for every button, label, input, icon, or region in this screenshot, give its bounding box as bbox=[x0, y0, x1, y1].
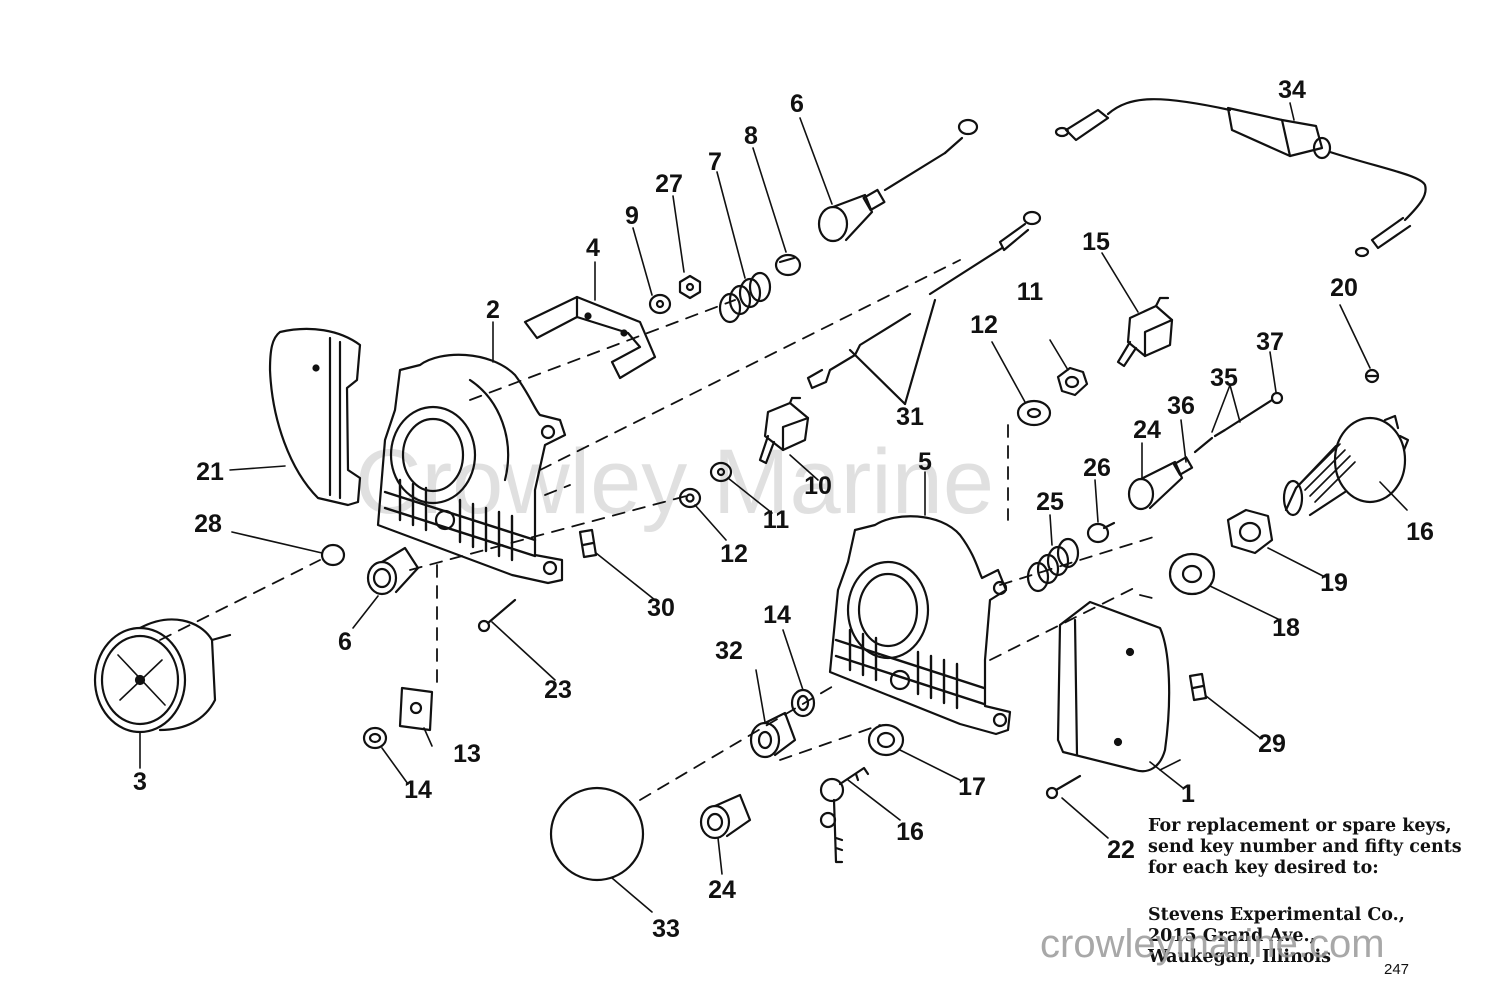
label-11-right: 11 bbox=[1017, 278, 1044, 306]
screw-20 bbox=[1364, 368, 1380, 384]
callout-labels: 1 2 3 4 5 6 6 7 8 9 10 11 11 12 12 13 14… bbox=[133, 76, 1434, 943]
label-24-lower: 24 bbox=[708, 876, 736, 904]
nut-19 bbox=[1226, 508, 1274, 555]
label-9: 9 bbox=[625, 202, 639, 230]
label-12-left: 12 bbox=[720, 540, 748, 568]
label-7: 7 bbox=[708, 148, 722, 176]
label-37: 37 bbox=[1256, 328, 1284, 356]
nut-27 bbox=[678, 274, 702, 300]
indicator-light-6-upper bbox=[817, 118, 979, 243]
button-33 bbox=[549, 786, 645, 882]
label-11-left: 11 bbox=[763, 506, 790, 534]
page-number: 247 bbox=[1384, 961, 1410, 978]
address-block: Stevens Experimental Co., 2015 Grand Ave… bbox=[1148, 905, 1405, 968]
label-31: 31 bbox=[896, 403, 924, 431]
control-housing-5 bbox=[828, 515, 1012, 736]
light-24-upper bbox=[1127, 456, 1194, 511]
label-16-keys: 16 bbox=[896, 818, 924, 846]
spring-7 bbox=[718, 271, 772, 324]
label-5: 5 bbox=[918, 448, 932, 476]
label-21: 21 bbox=[196, 458, 224, 486]
label-4: 4 bbox=[586, 234, 600, 262]
label-30: 30 bbox=[647, 594, 675, 622]
note-line-3: for each key desired to: bbox=[1148, 858, 1379, 878]
label-23: 23 bbox=[544, 676, 572, 704]
label-15: 15 bbox=[1082, 228, 1110, 256]
address-line-2: 2015 Grand Ave., bbox=[1148, 926, 1316, 946]
label-1: 1 bbox=[1181, 780, 1195, 808]
cap-28 bbox=[320, 543, 346, 567]
label-36: 36 bbox=[1167, 392, 1195, 420]
label-19: 19 bbox=[1320, 569, 1348, 597]
label-14-right: 14 bbox=[763, 601, 791, 629]
ignition-switch-16 bbox=[1282, 414, 1410, 517]
washer-12-left bbox=[678, 487, 702, 509]
grommet-14-left bbox=[362, 726, 388, 750]
label-8: 8 bbox=[744, 122, 758, 150]
label-33: 33 bbox=[652, 915, 680, 943]
gauge-3 bbox=[93, 618, 232, 734]
cover-plate-21 bbox=[268, 327, 362, 507]
label-32: 32 bbox=[715, 637, 743, 665]
address-line-3: Waukegan, Illinois bbox=[1148, 947, 1331, 967]
lead-35 bbox=[1193, 391, 1284, 454]
watermark-url: crowleymarine.com bbox=[1040, 922, 1385, 966]
label-22: 22 bbox=[1107, 836, 1135, 864]
fuse-holder-34 bbox=[1054, 98, 1427, 258]
label-29: 29 bbox=[1258, 730, 1286, 758]
label-27: 27 bbox=[655, 170, 683, 198]
nut-11-right bbox=[1056, 366, 1089, 397]
spare-key-note: For replacement or spare keys, send key … bbox=[1148, 816, 1462, 879]
label-6-upper: 6 bbox=[790, 90, 804, 118]
light-socket-6-lower bbox=[366, 546, 420, 596]
label-2: 2 bbox=[486, 296, 500, 324]
label-28: 28 bbox=[194, 510, 222, 538]
washer-12-right bbox=[1016, 399, 1052, 427]
label-26: 26 bbox=[1083, 454, 1111, 482]
label-25: 25 bbox=[1036, 488, 1064, 516]
label-24-upper: 24 bbox=[1133, 416, 1161, 444]
label-14-left: 14 bbox=[404, 776, 432, 804]
label-35: 35 bbox=[1210, 364, 1238, 392]
wire-leads-31 bbox=[806, 210, 1042, 406]
label-13: 13 bbox=[453, 740, 481, 768]
washer-18 bbox=[1168, 552, 1216, 596]
control-housing-2 bbox=[376, 353, 567, 585]
toggle-switch-10 bbox=[758, 396, 810, 465]
screw-22 bbox=[1045, 774, 1082, 800]
nut-11-left bbox=[709, 461, 733, 483]
keys-16 bbox=[819, 766, 870, 864]
bushing-32 bbox=[749, 711, 797, 759]
label-6-lower: 6 bbox=[338, 628, 352, 656]
spring-25 bbox=[1026, 537, 1080, 593]
note-line-1: For replacement or spare keys, bbox=[1148, 816, 1452, 836]
light-24-lower bbox=[699, 793, 752, 840]
u-bracket-4 bbox=[523, 295, 657, 380]
address-line-1: Stevens Experimental Co., bbox=[1148, 905, 1405, 925]
label-12-right: 12 bbox=[970, 311, 998, 339]
clip-30 bbox=[578, 528, 598, 559]
toggle-switch-15 bbox=[1116, 296, 1174, 368]
bulb-8 bbox=[774, 253, 802, 277]
label-20: 20 bbox=[1330, 274, 1358, 302]
screw-23 bbox=[477, 598, 517, 633]
bulb-26 bbox=[1086, 521, 1116, 544]
label-3: 3 bbox=[133, 768, 147, 796]
label-18: 18 bbox=[1272, 614, 1300, 642]
label-10: 10 bbox=[804, 472, 832, 500]
label-16-right: 16 bbox=[1406, 518, 1434, 546]
grommet-17 bbox=[867, 723, 905, 757]
plate-13 bbox=[398, 686, 434, 732]
label-34: 34 bbox=[1278, 76, 1306, 104]
note-line-2: send key number and fifty cents bbox=[1148, 837, 1462, 857]
cover-1 bbox=[1056, 600, 1171, 773]
leader-lines bbox=[139, 102, 1408, 913]
label-17: 17 bbox=[958, 773, 986, 801]
washer-9 bbox=[648, 293, 672, 315]
clip-29 bbox=[1188, 672, 1208, 702]
